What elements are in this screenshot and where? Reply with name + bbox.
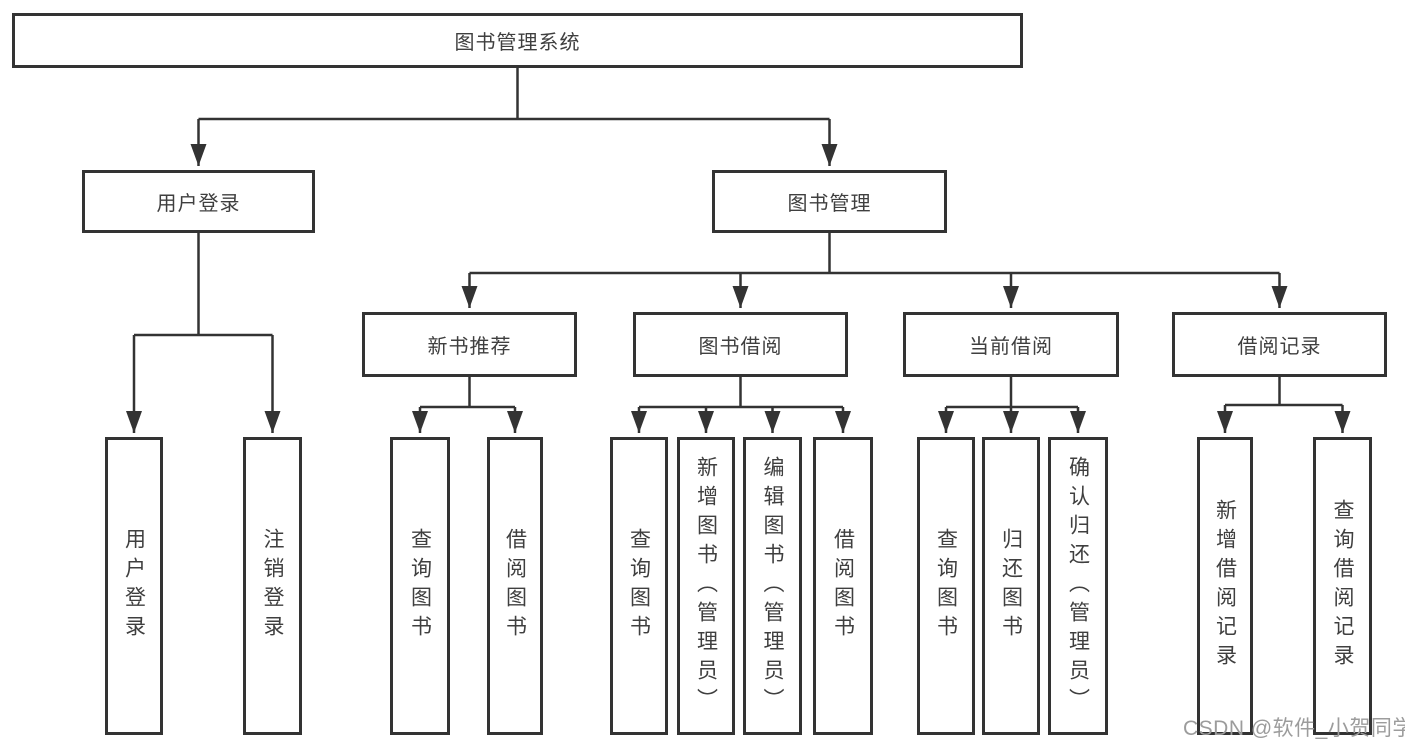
leaf-confirm-return-admin-label: 确认归还（管理员） xyxy=(1066,455,1090,717)
node-book-management-label: 图书管理 xyxy=(787,193,872,215)
leaf-edit-books-admin: 编辑图书（管理员） xyxy=(743,437,802,735)
leaf-return-books-label: 归还图书 xyxy=(999,528,1023,644)
csdn-watermark: CSDN @软件_小贺同学 xyxy=(1183,717,1405,740)
leaf-add-books-admin: 新增图书（管理员） xyxy=(677,437,735,735)
node-book-management: 图书管理 xyxy=(712,170,947,233)
node-root-label: 图书管理系统 xyxy=(454,32,581,54)
node-borrowing-records-label: 借阅记录 xyxy=(1237,336,1322,358)
node-root: 图书管理系统 xyxy=(12,13,1023,68)
leaf-borrowing-borrow-books-label: 借阅图书 xyxy=(831,528,855,644)
node-new-book-recommendation-label: 新书推荐 xyxy=(427,336,512,358)
leaf-borrowing-query-books-label: 查询图书 xyxy=(627,528,651,644)
leaf-add-borrow-record-label: 新增借阅记录 xyxy=(1213,499,1237,673)
leaf-newbook-borrow-books: 借阅图书 xyxy=(487,437,543,735)
node-book-borrowing-label: 图书借阅 xyxy=(698,336,783,358)
leaf-newbook-borrow-books-label: 借阅图书 xyxy=(503,528,527,644)
leaf-current-query-books: 查询图书 xyxy=(917,437,975,735)
leaf-add-borrow-record: 新增借阅记录 xyxy=(1197,437,1253,735)
node-user-login-label: 用户登录 xyxy=(156,193,241,215)
node-current-borrowing-label: 当前借阅 xyxy=(969,336,1053,358)
leaf-add-books-admin-label: 新增图书（管理员） xyxy=(694,455,718,717)
node-user-login: 用户登录 xyxy=(82,170,315,233)
leaf-user-login: 用户登录 xyxy=(105,437,163,735)
leaf-newbook-query-books-label: 查询图书 xyxy=(408,528,432,644)
leaf-newbook-query-books: 查询图书 xyxy=(390,437,450,735)
node-new-book-recommendation: 新书推荐 xyxy=(362,312,577,377)
leaf-logout-label: 注销登录 xyxy=(261,528,284,644)
leaf-logout: 注销登录 xyxy=(243,437,302,735)
node-current-borrowing: 当前借阅 xyxy=(903,312,1119,377)
leaf-borrowing-borrow-books: 借阅图书 xyxy=(813,437,873,735)
leaf-query-borrow-record: 查询借阅记录 xyxy=(1313,437,1372,735)
leaf-query-borrow-record-label: 查询借阅记录 xyxy=(1331,499,1354,673)
leaf-return-books: 归还图书 xyxy=(982,437,1040,735)
leaf-borrowing-query-books: 查询图书 xyxy=(610,437,668,735)
node-book-borrowing: 图书借阅 xyxy=(633,312,848,377)
leaf-edit-books-admin-label: 编辑图书（管理员） xyxy=(761,455,784,717)
leaf-user-login-label: 用户登录 xyxy=(122,528,146,644)
leaf-confirm-return-admin: 确认归还（管理员） xyxy=(1048,437,1108,735)
node-borrowing-records: 借阅记录 xyxy=(1172,312,1387,377)
leaf-current-query-books-label: 查询图书 xyxy=(934,528,958,644)
